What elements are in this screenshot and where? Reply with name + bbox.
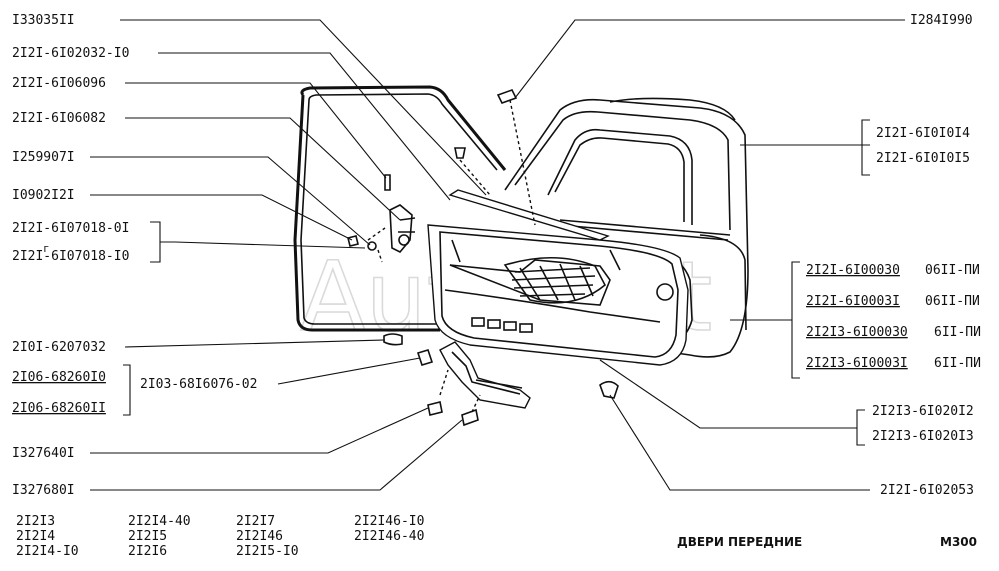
left-callouts: I33035II 2I2I-6I02032-I0 2I2I-6I06096 2I… <box>12 13 257 498</box>
callout-2i2i-6i02053: 2I2I-6I02053 <box>880 483 974 498</box>
callout-2i2i-6i0003i: 2I2I-6I0003I <box>806 294 900 309</box>
callout-2i2i3-6i020i2: 2I2I3-6I020I2 <box>872 404 974 419</box>
callout-06ii-pi-1: 06II-ПИ <box>925 263 980 278</box>
model-item: 2I2I46-40 <box>354 529 424 544</box>
callout-i284i990: I284I990 <box>910 13 973 28</box>
door-weatherstrip-seal <box>293 85 507 332</box>
callout-2i2i3-6i020i3: 2I2I3-6I020I3 <box>872 429 974 444</box>
callout-i327640i: I327640I <box>12 446 75 461</box>
model-item: 2I2I6 <box>128 544 167 559</box>
callout-2i2i-6i07018-i0: 2I2I-6I07018-I0 <box>12 249 129 264</box>
callout-6ii-pi-2: 6II-ПИ <box>934 356 981 371</box>
model-item: 2I2I4 <box>16 529 55 544</box>
callout-6ii-pi-1: 6II-ПИ <box>934 325 981 340</box>
callout-2i06-68260ii: 2I06-68260II <box>12 401 106 416</box>
right-callouts: I284I990 2I2I-6I0I0I4 2I2I-6I0I0I5 2I2I-… <box>806 13 981 498</box>
callout-2i2i3-6i0003i: 2I2I3-6I0003I <box>806 356 908 371</box>
model-item: 2I2I46-I0 <box>354 514 424 529</box>
callout-2i06-68260i0: 2I06-68260I0 <box>12 370 106 385</box>
callout-2i2i-6i00030: 2I2I-6I00030 <box>806 263 900 278</box>
section-title: ДВЕРИ ПЕРЕДНИЕ <box>677 535 802 549</box>
callout-i327680i: I327680I <box>12 483 75 498</box>
model-item: 2I2I5-I0 <box>236 544 299 559</box>
callout-2i2i-6i0i0i5: 2I2I-6I0I0I5 <box>876 151 970 166</box>
callout-2i2i-6i06096: 2I2I-6I06096 <box>12 76 106 91</box>
callout-2i2i-6i0i0i4: 2I2I-6I0I0I4 <box>876 126 970 141</box>
callout-2i2i-6i07018-0i: 2I2I-6I07018-0I <box>12 221 129 236</box>
window-moulding-strip <box>448 189 610 241</box>
model-item: 2I2I4-I0 <box>16 544 79 559</box>
bracket-mark: г <box>43 242 50 255</box>
page-code: M300 <box>940 535 977 549</box>
leader-lines <box>90 19 905 491</box>
model-item: 2I2I3 <box>16 514 55 529</box>
model-item: 2I2I5 <box>128 529 167 544</box>
model-item: 2I2I7 <box>236 514 275 529</box>
door-lock-mechanism <box>389 204 416 253</box>
model-item: 2I2I46 <box>236 529 283 544</box>
callout-i33035ii: I33035II <box>12 13 75 28</box>
callout-2i2i-6i02032-i0: 2I2I-6I02032-I0 <box>12 46 129 61</box>
callout-06ii-pi-2: 06II-ПИ <box>925 294 980 309</box>
model-list: 2I2I3 2I2I4 2I2I4-I0 2I2I4-40 2I2I5 2I2I… <box>16 514 424 559</box>
armrest-handle <box>439 341 531 409</box>
small-fasteners <box>347 89 619 427</box>
callout-2i2i-6i06082: 2I2I-6I06082 <box>12 111 106 126</box>
callout-i259907i: I259907I <box>12 150 75 165</box>
callout-2i03-68i6076-02: 2I03-68I6076-02 <box>140 377 257 392</box>
callout-2i2i3-6i00030: 2I2I3-6I00030 <box>806 325 908 340</box>
door-trim-panel <box>427 224 689 366</box>
callout-2i0i-6207032: 2I0I-6207032 <box>12 340 106 355</box>
model-item: 2I2I4-40 <box>128 514 191 529</box>
callout-i0902i2i: I0902I2I <box>12 188 75 203</box>
door-shell <box>504 97 749 358</box>
